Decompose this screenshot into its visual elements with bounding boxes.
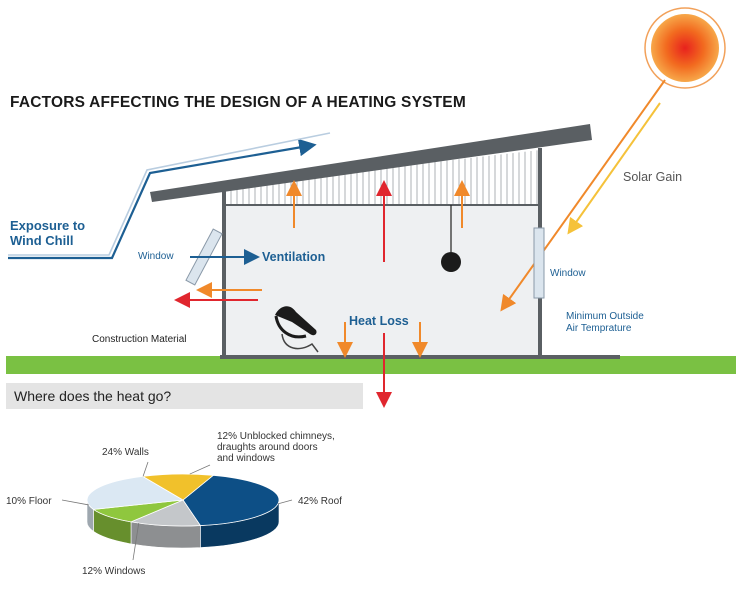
pie-label-line: 12% Unblocked chimneys, (217, 431, 335, 442)
right-window (533, 227, 545, 299)
sun-icon (651, 14, 719, 82)
pie-slice-1 (129, 499, 202, 527)
pie-leader-2 (61, 499, 89, 506)
pie-label-line: 42% Roof (298, 496, 342, 507)
pie-slice-3 (86, 475, 185, 510)
ventilation-label: Ventilation (262, 250, 326, 264)
pie-label-line: 12% Windows (82, 566, 145, 577)
heat-loss-label: Heat Loss (349, 314, 409, 328)
roof (150, 124, 592, 202)
exposure-label: Exposure to Wind Chill (10, 218, 86, 249)
pie-leader-1 (132, 523, 140, 561)
window-left-label: Window (138, 251, 174, 262)
pie-label-line: draughts around doors (217, 442, 318, 453)
pie-label-line: 10% Floor (6, 496, 52, 507)
pie-label-4: 12% Unblocked chimneys,draughts around d… (217, 431, 335, 464)
solar-ray-orange (500, 79, 666, 312)
pie-leader-4 (189, 464, 211, 475)
lamp-icon (441, 252, 461, 272)
exposure-line-1: Exposure to (10, 218, 86, 233)
window-right-label: Window (550, 268, 586, 279)
min-outside-line-2: Air Temprature (566, 322, 632, 334)
page-title: FACTORS AFFECTING THE DESIGN OF A HEATIN… (10, 94, 466, 111)
pie-label-line: 24% Walls (102, 447, 149, 458)
pie-leader-3 (142, 461, 149, 477)
pie-label-2: 10% Floor (6, 496, 52, 507)
pie-label-1: 12% Windows (82, 566, 145, 577)
wind-chill-arrow (8, 138, 317, 260)
pie-label-line: and windows (217, 453, 275, 464)
pie-slice-0 (182, 474, 280, 526)
heat-loss-pie-chart: 42% Roof 12% Windows 10% Floor 24% Walls 12%… (6, 431, 342, 577)
pie-label-3: 24% Walls (102, 447, 149, 458)
wind-chill-shadow (8, 132, 331, 256)
solar-gain-label: Solar Gain (623, 170, 683, 184)
pie-slice-4 (141, 473, 215, 501)
where-heat-goes-heading: Where does the heat go? (6, 383, 363, 409)
exposure-line-2: Wind Chill (10, 232, 74, 248)
pie-leader-0 (277, 499, 293, 505)
house-interior (224, 205, 540, 357)
construction-material-label: Construction Material (92, 334, 187, 345)
chair-icon (274, 306, 319, 353)
solar-ray-yellow (567, 102, 661, 235)
sun-halo (644, 7, 726, 89)
min-outside-label: Minimum Outside Air Temprature (566, 311, 644, 334)
min-outside-line-1: Minimum Outside (566, 311, 644, 322)
pie-label-0: 42% Roof (298, 496, 342, 507)
grass-strip (6, 356, 736, 374)
